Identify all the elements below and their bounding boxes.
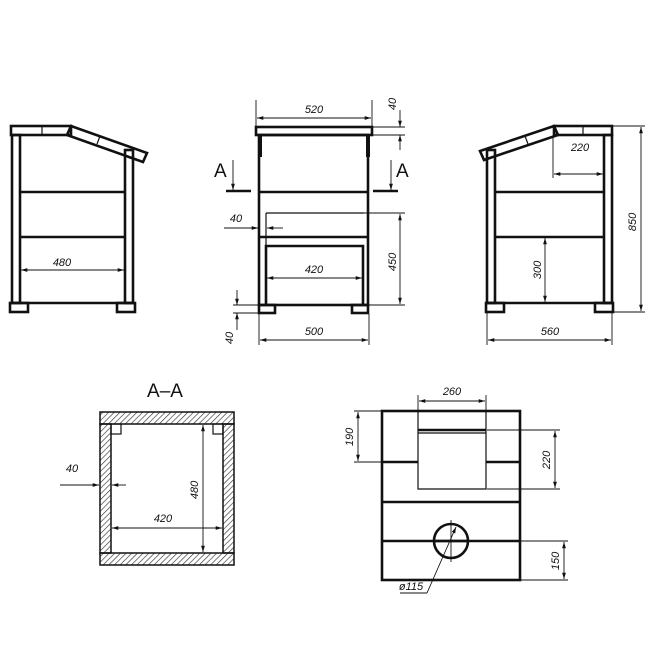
left-side-view: 480 [8, 124, 149, 314]
dim-190: 190 [344, 427, 356, 446]
dim-40-top: 40 [387, 97, 399, 110]
section-a-a: A–A 40 480 420 [60, 381, 235, 566]
dim-850: 850 [627, 212, 639, 231]
foot [484, 301, 506, 314]
door-opening [264, 244, 365, 305]
roof-slope [65, 124, 149, 164]
dim-40-wall: 40 [230, 213, 243, 225]
dim-520: 520 [305, 104, 324, 116]
outline [380, 409, 522, 582]
post-front [10, 133, 22, 305]
dim-480: 480 [189, 480, 201, 499]
lid [417, 411, 487, 490]
foot [350, 303, 370, 315]
post-back [123, 148, 135, 305]
dim-420: 420 [154, 513, 173, 525]
dim-40-foot: 40 [224, 331, 236, 344]
dim-480: 480 [53, 257, 72, 269]
section-title: A–A [147, 381, 183, 402]
foot [115, 301, 137, 314]
front-view: 520 40 A A 40 450 420 40 500 [214, 97, 409, 345]
top-rail [9, 124, 73, 137]
foot [593, 301, 615, 314]
roof-slope [478, 124, 560, 162]
dim-260: 260 [442, 386, 462, 398]
section-mark-left: A [214, 161, 227, 182]
body [257, 133, 370, 307]
dim-220: 220 [570, 142, 590, 154]
right-side-view: 220 300 850 560 [478, 124, 645, 345]
top-view: 260 190 220 150 ø115 [344, 386, 568, 594]
dim-420: 420 [305, 264, 324, 276]
post-back [602, 133, 614, 305]
foot [8, 301, 30, 314]
dim-hole-diameter: ø115 [399, 581, 424, 593]
dim-300: 300 [532, 260, 544, 279]
post-front [485, 148, 497, 305]
dim-150: 150 [550, 551, 562, 570]
dim-450: 450 [387, 252, 399, 271]
section-mark-right: A [396, 161, 409, 182]
dim-500: 500 [305, 326, 324, 338]
foot [257, 303, 277, 315]
dim-560: 560 [541, 326, 560, 338]
dim-220: 220 [541, 450, 553, 470]
dim-40: 40 [66, 463, 79, 475]
